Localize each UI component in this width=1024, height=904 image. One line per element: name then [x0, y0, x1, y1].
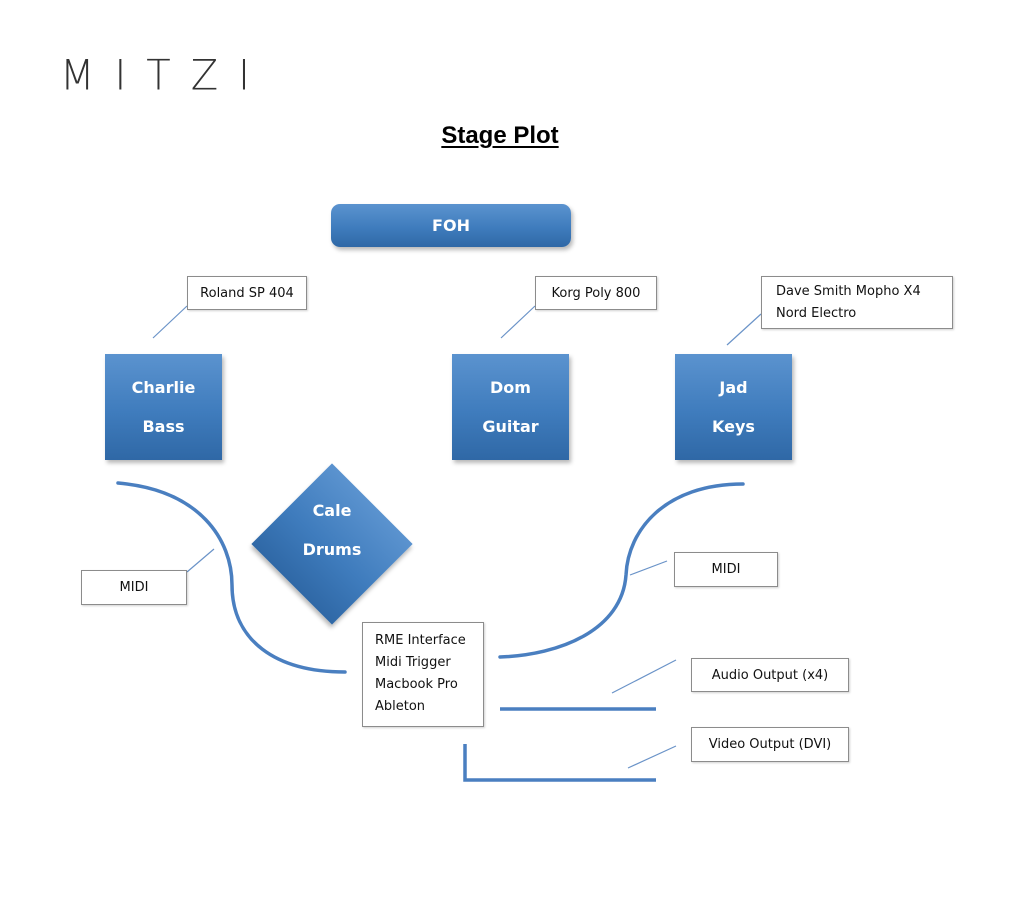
- note-video-output: Video Output (DVI): [691, 727, 849, 762]
- leader-midi-right: [629, 560, 668, 576]
- leader-audio-output: [611, 659, 677, 694]
- band-logo: MITZI: [60, 51, 270, 101]
- performer-cale: Cale Drums: [251, 463, 413, 625]
- leader-jad-gear: [726, 313, 762, 346]
- performer-jad: Jad Keys: [675, 354, 792, 460]
- note-midi-left: MIDI: [81, 570, 187, 605]
- leader-video-output: [627, 745, 677, 769]
- note-rig: RME Interface Midi Trigger Macbook Pro A…: [362, 622, 484, 727]
- leader-midi-left: [186, 548, 215, 573]
- midi-cable-left: [116, 481, 347, 674]
- performer-name: Jad: [719, 378, 748, 397]
- performer-role: Drums: [302, 540, 362, 559]
- note-dom-gear: Korg Poly 800: [535, 276, 657, 310]
- performer-name: Cale: [312, 501, 352, 520]
- performer-name: Charlie: [131, 378, 196, 397]
- midi-cable-right: [498, 482, 745, 659]
- note-charlie-gear: Roland SP 404: [187, 276, 307, 310]
- note-midi-right: MIDI: [674, 552, 778, 587]
- performer-role: Keys: [712, 417, 755, 436]
- video-output-cable: [463, 744, 656, 782]
- performer-name: Dom: [490, 378, 531, 397]
- leader-charlie-gear: [152, 305, 188, 339]
- note-line: RME Interface: [375, 633, 466, 648]
- foh-box: FOH: [331, 204, 571, 247]
- note-line: Dave Smith Mopho X4: [776, 284, 921, 299]
- performer-role: Guitar: [482, 417, 539, 436]
- page-title: Stage Plot: [441, 122, 559, 149]
- note-line: Nord Electro: [776, 306, 857, 321]
- performer-charlie: Charlie Bass: [105, 354, 222, 460]
- note-line: Macbook Pro: [375, 677, 458, 692]
- note-jad-gear: Dave Smith Mopho X4 Nord Electro: [761, 276, 953, 329]
- note-line: Ableton: [375, 699, 426, 714]
- note-line: Midi Trigger: [375, 655, 451, 670]
- performer-dom: Dom Guitar: [452, 354, 569, 460]
- leader-dom-gear: [500, 305, 536, 339]
- note-audio-output: Audio Output (x4): [691, 658, 849, 692]
- performer-role: Bass: [142, 417, 185, 436]
